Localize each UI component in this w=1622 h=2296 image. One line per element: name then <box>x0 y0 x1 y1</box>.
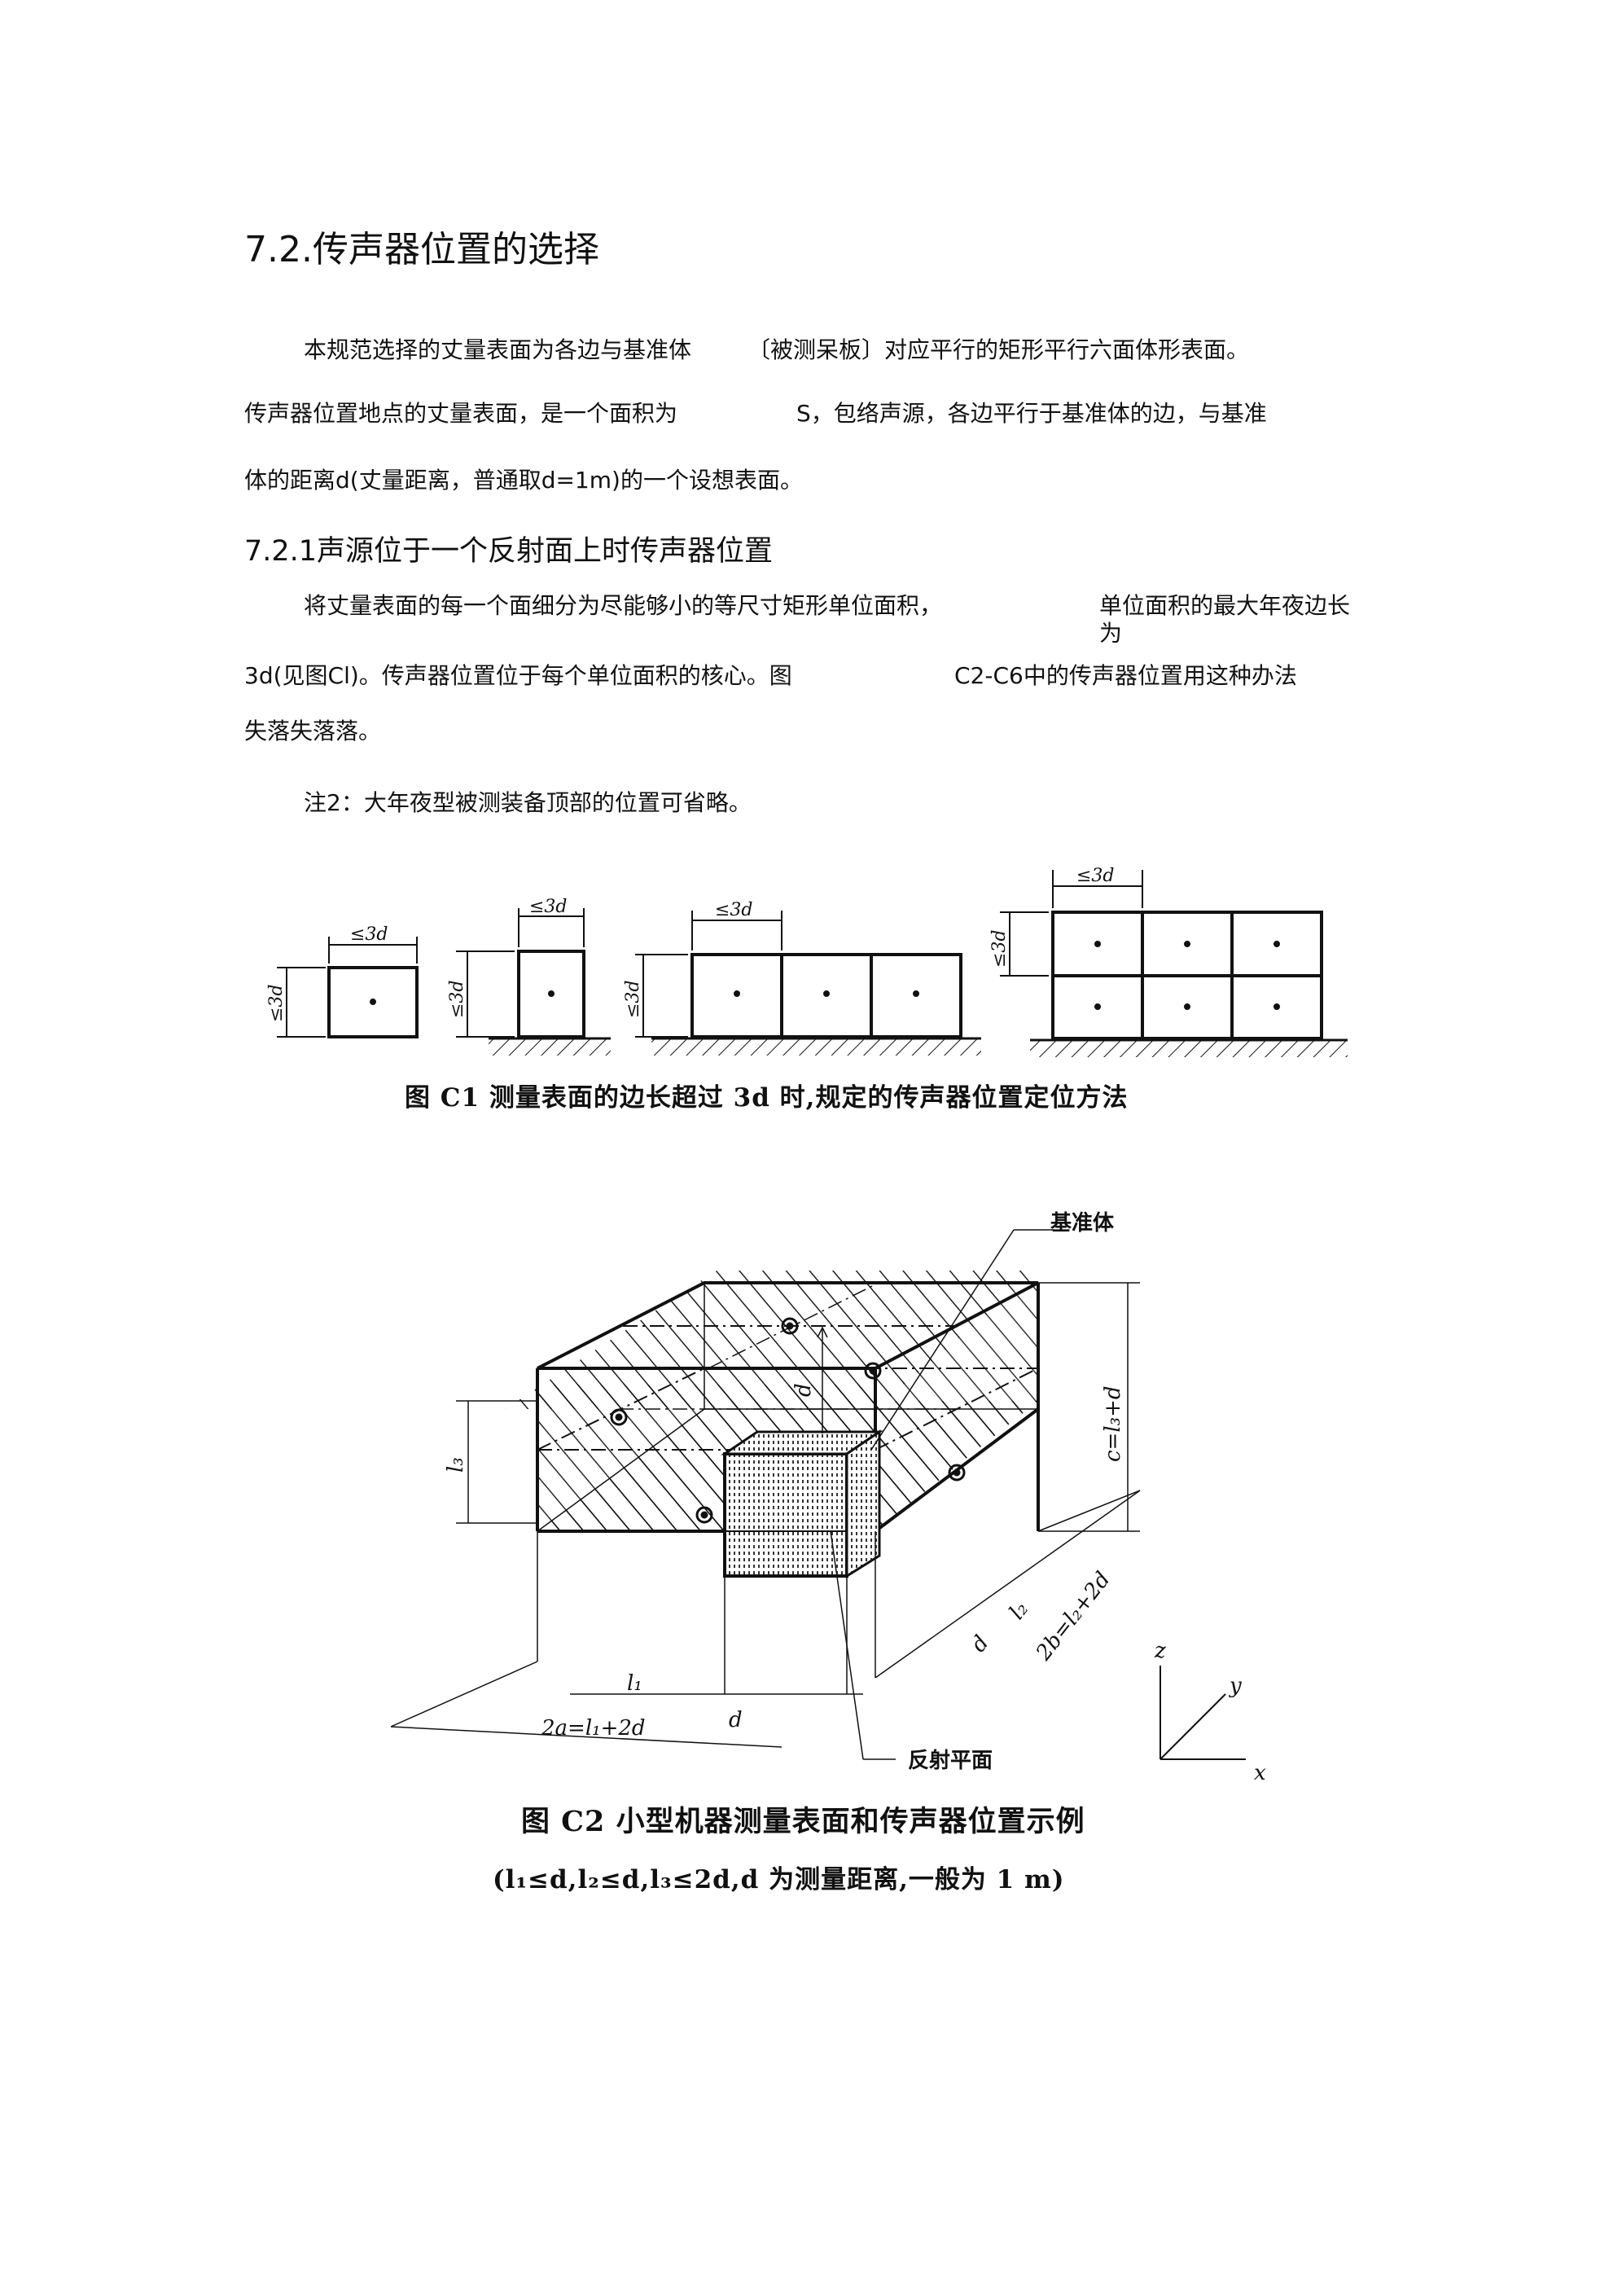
axis-y-label: y <box>1229 1674 1242 1698</box>
para2-line2a: 3d(见图Cl)。传声器位置位于每个单位面积的核心。图 <box>244 662 792 689</box>
label-d-bottom: d <box>729 1708 743 1732</box>
para1-line1a: 本规范选择的丈量表面为各边与基准体 <box>304 336 692 363</box>
fig1-dim-label: ≤3d <box>529 897 568 917</box>
fig1-dim-label: ≤3d <box>447 980 467 1018</box>
para2-line2b: C2-C6中的传声器位置用这种办法 <box>954 662 1297 689</box>
para1-line1b: 〔被测呆板〕对应平行的矩形平行六面体形表面。 <box>747 336 1250 363</box>
label-l1: l₁ <box>627 1671 642 1696</box>
fig2-caption: 图 C2 小型机器测量表面和传声器位置示例 <box>521 1805 1085 1838</box>
fig1-dim-label: ≤3d <box>623 980 643 1018</box>
fig1-dim-label: ≤3d <box>266 984 287 1022</box>
fig1-dim-label: ≤3d <box>715 900 753 920</box>
subsection-title: 7.2.1声源位于一个反射面上时传声器位置 <box>244 535 774 568</box>
label-2b: 2b=l₂+2d <box>1031 1567 1115 1666</box>
label-2a: 2a=l₁+2d <box>541 1716 646 1741</box>
para2-line3: 失落失落落。 <box>244 718 382 744</box>
section-title: 7.2.传声器位置的选择 <box>244 229 599 270</box>
figure-c1: ≤3d ≤3d ≤3d ≤3d ≤3d ≤3d ≤3d ≤3d <box>266 866 1348 1057</box>
figure-c2: 基准体 d c=l₃+d l₃ l₁ 2a=l₁+2d d 2b=l₂+2d l… <box>390 1211 1266 1785</box>
axis-z-label: z <box>1154 1639 1166 1663</box>
para1-line3: 体的距离d(丈量距离，普通取d=1m)的一个设想表面。 <box>244 467 803 494</box>
label-base-body: 基准体 <box>1050 1211 1115 1236</box>
fig1-caption: 图 C1 测量表面的边长超过 3d 时,规定的传声器位置定位方法 <box>405 1083 1129 1113</box>
label-reflect-plane: 反射平面 <box>908 1749 993 1773</box>
para2-line1c: 为 <box>1099 620 1123 647</box>
label-l3: l₃ <box>444 1457 468 1473</box>
para2-line1b: 单位面积的最大年夜边长 <box>1099 592 1351 619</box>
label-d-vertical: d <box>791 1383 816 1397</box>
label-c: c=l₃+d <box>1101 1385 1125 1462</box>
label-d-side: d <box>967 1631 994 1657</box>
note: 注2：大年夜型被测装备顶部的位置可省略。 <box>304 789 752 816</box>
fig1-dim-label: ≤3d <box>989 929 1010 968</box>
label-l2: l₂ <box>1005 1597 1033 1624</box>
fig2-caption-note: (l₁≤d,l₂≤d,l₃≤2d,d 为测量距离,一般为 1 m) <box>493 1865 1065 1894</box>
para1-line2b: S，包络声源，各边平行于基准体的边，与基准 <box>796 400 1267 427</box>
para2-line1a: 将丈量表面的每一个面细分为尽能够小的等尺寸矩形单位面积， <box>304 592 943 619</box>
fig1-dim-label: ≤3d <box>350 924 388 945</box>
axis-x-label: x <box>1254 1761 1266 1785</box>
fig1-dim-label: ≤3d <box>1076 866 1115 886</box>
para1-line2a: 传声器位置地点的丈量表面，是一个面积为 <box>244 400 678 427</box>
